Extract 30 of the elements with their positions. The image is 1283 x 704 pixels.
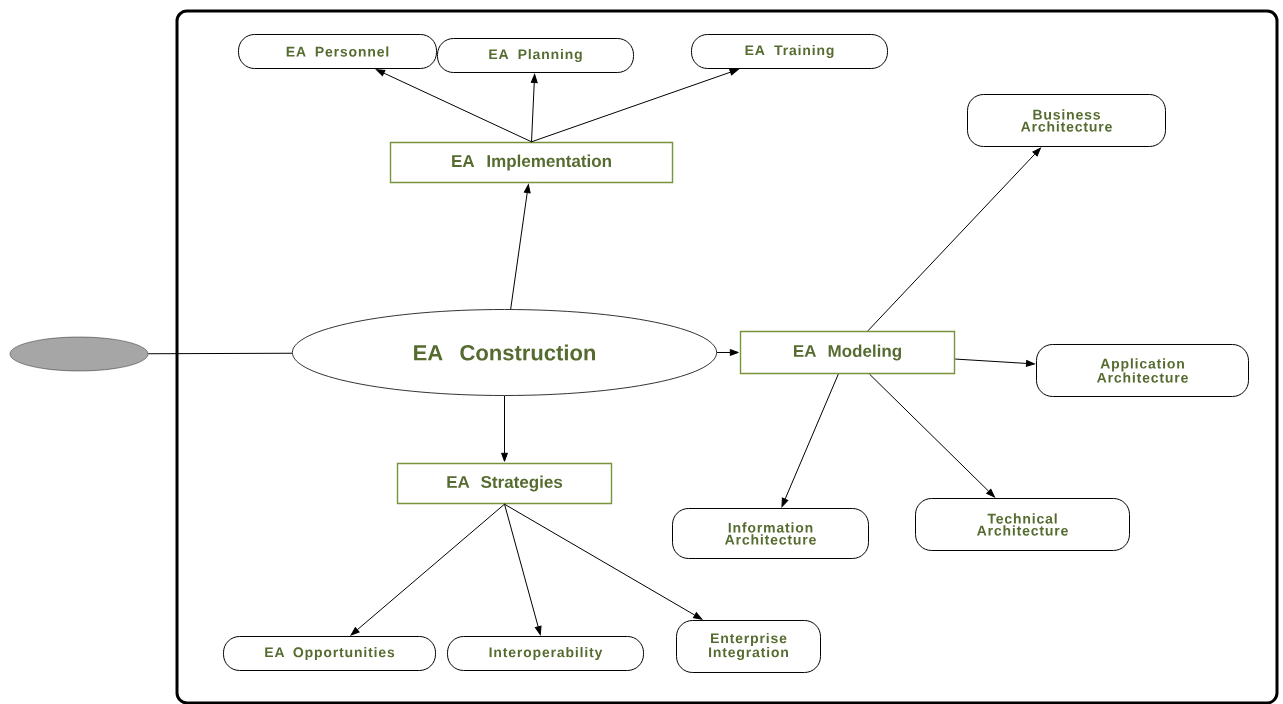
rounded-box: EA Planning: [437, 38, 634, 73]
arrow: [510, 184, 531, 310]
rounded-box: EA Opportunities: [223, 636, 436, 671]
arrow: [350, 503, 505, 636]
rounded-box: EA Personnel: [238, 34, 437, 69]
arrow: [531, 68, 739, 143]
rounded-box: Interoperability: [447, 636, 644, 671]
arrow: [954, 358, 1035, 367]
arrow: [869, 373, 995, 498]
connector-line: [147, 352, 293, 355]
rounded-box: Enterprise Integration: [676, 620, 821, 673]
rounded-box: Business Architecture: [967, 94, 1166, 147]
arrow: [504, 503, 703, 620]
arrow: [501, 395, 508, 462]
arrow: [867, 147, 1041, 332]
process-box: EA Strategies: [396, 462, 613, 505]
ellipse-shape: [9, 336, 149, 372]
rounded-box: Technical Architecture: [915, 498, 1130, 551]
arrow: [504, 503, 542, 636]
arrow: [375, 69, 532, 143]
rounded-box: Information Architecture: [672, 508, 869, 559]
arrow: [781, 373, 839, 508]
frame-box: [175, 9, 1279, 704]
process-box: EA Implementation: [389, 141, 674, 184]
arrow: [716, 349, 739, 356]
rounded-box: Application Architecture: [1036, 344, 1249, 397]
rounded-box: EA Training: [691, 34, 888, 69]
arrow: [530, 74, 538, 143]
process-box: EA Modeling: [739, 330, 956, 375]
ellipse-node: EA Construction: [292, 309, 718, 396]
